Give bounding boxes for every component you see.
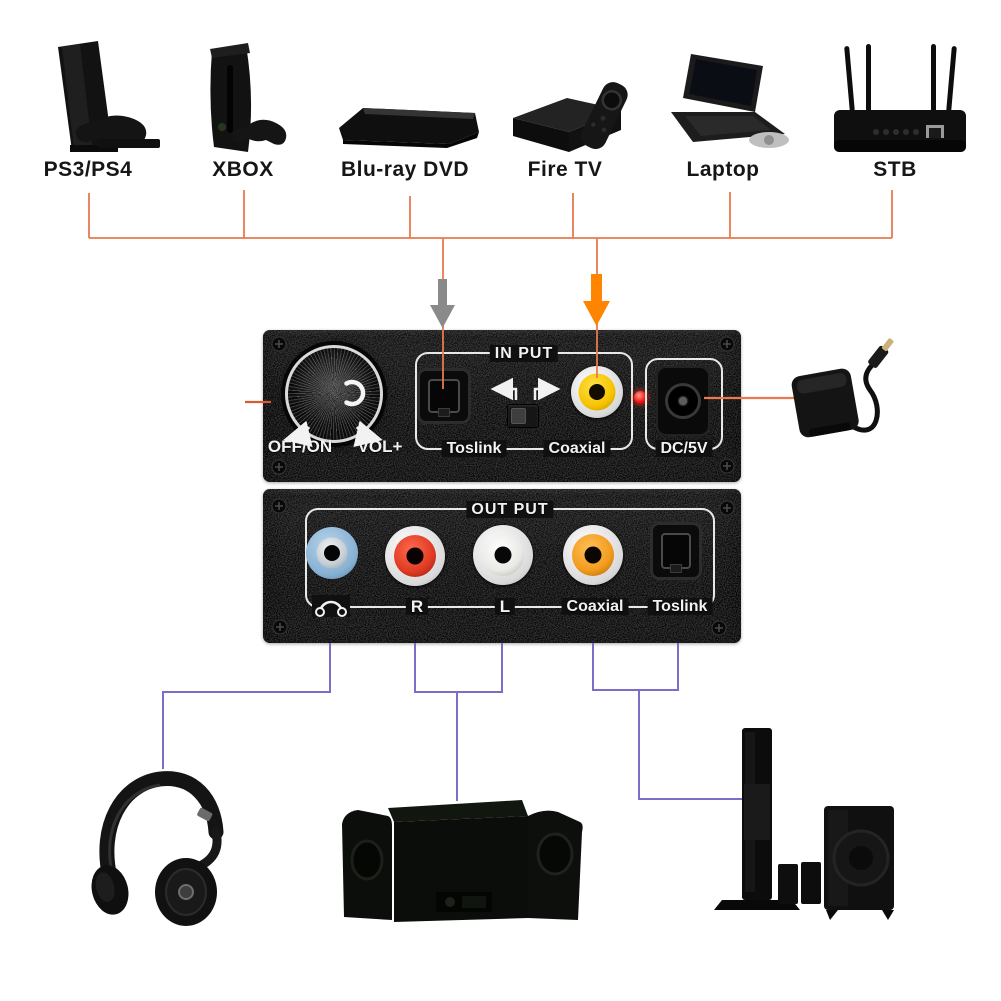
home-theater-image xyxy=(714,728,894,920)
rca-right-output xyxy=(385,526,445,586)
output-wires xyxy=(162,643,742,801)
left-output-label: L xyxy=(494,598,516,615)
xbox-image xyxy=(210,43,287,152)
right-output-label: R xyxy=(405,598,429,615)
knob-arrow-right xyxy=(353,420,383,448)
source-label-xbox: XBOX xyxy=(212,158,274,181)
ps3-ps4-image xyxy=(58,41,160,152)
coaxial-output-jack xyxy=(563,525,623,585)
input-select-switch xyxy=(507,404,539,428)
output-section-title: OUT PUT xyxy=(466,501,554,518)
source-label-stb: STB xyxy=(873,158,917,181)
toslink-input-label: Toslink xyxy=(441,440,507,457)
power-led xyxy=(634,391,647,404)
headphone-icon xyxy=(312,595,350,617)
switch-arrow-toslink xyxy=(490,377,518,401)
converter-rear-panel: OUT PUT R L Coaxial Toslink xyxy=(263,489,741,643)
output-group-outline: OUT PUT R L Coaxial Toslink xyxy=(305,501,715,615)
toslink-feed-arrow xyxy=(430,279,455,328)
toslink-output-label: Toslink xyxy=(647,598,713,615)
headphones-image xyxy=(91,771,224,926)
switch-arrow-coaxial xyxy=(533,377,561,401)
firetv-image xyxy=(513,82,628,152)
source-label-ps3-ps4: PS3/PS4 xyxy=(43,158,133,181)
knob-arrow-left xyxy=(283,420,313,448)
dc-label: DC/5V xyxy=(655,440,713,457)
coaxial-input-label: Coaxial xyxy=(543,440,611,457)
coaxial-output-label: Coaxial xyxy=(561,598,629,615)
front-panel-markings xyxy=(283,377,561,448)
bluray-dvd-image xyxy=(339,108,479,148)
rear-panel-screws xyxy=(271,498,735,636)
rca-left-output xyxy=(473,525,533,585)
source-label-bluray: Blu-ray DVD xyxy=(340,158,470,181)
stb-image xyxy=(834,44,966,152)
source-label-laptop: Laptop xyxy=(686,158,760,181)
laptop-image xyxy=(671,54,789,148)
stereo-speakers-image xyxy=(342,800,583,922)
knob-pointer xyxy=(344,379,366,407)
power-adapter-image xyxy=(791,338,894,438)
source-label-firetv: Fire TV xyxy=(527,158,603,181)
toslink-output-port xyxy=(650,522,702,580)
coaxial-feed-arrow xyxy=(583,274,610,326)
converter-front-panel: OFF/ON VOL+ IN PUT Toslink Coaxial DC/5V xyxy=(263,330,741,482)
headphone-output-jack xyxy=(306,527,358,579)
